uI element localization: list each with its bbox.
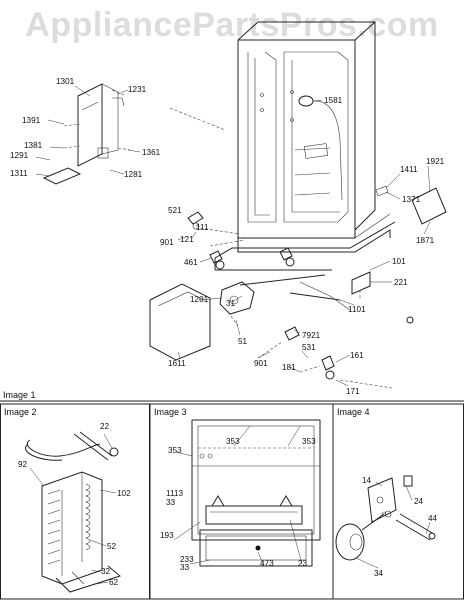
label-24: 24	[414, 497, 424, 506]
label-1291: 1291	[10, 151, 29, 160]
label-111: 111	[196, 223, 209, 232]
label-221: 221	[394, 278, 408, 287]
label-1113: 1113	[166, 489, 183, 498]
label-62: 62	[109, 578, 119, 587]
label-1581: 1581	[324, 96, 343, 105]
label-52: 52	[107, 542, 117, 551]
label-193: 193	[160, 531, 174, 540]
control-bracket-assembly	[42, 83, 226, 185]
label-14: 14	[362, 476, 372, 485]
label-901-a: 901	[160, 238, 174, 247]
roller-assembly	[335, 475, 436, 569]
label-23: 23	[298, 559, 308, 568]
cabinet-assembly	[149, 21, 447, 389]
label-1301: 1301	[56, 77, 75, 86]
liner-assembly	[173, 419, 321, 567]
label-461: 461	[184, 258, 198, 267]
callout-labels: 1301 1231 1391 1381 1291 1361 1311 1281 …	[10, 77, 445, 587]
label-161: 161	[350, 351, 364, 360]
panel-frames	[0, 400, 464, 600]
label-353-c: 353	[168, 446, 182, 455]
label-233: 233	[180, 555, 194, 564]
label-7921: 7921	[302, 331, 321, 340]
evaporator-assembly	[25, 431, 122, 593]
panel-titles: Image 1 Image 2 Image 3 Image 4	[3, 390, 370, 417]
label-473: 473	[260, 559, 274, 568]
label-34: 34	[374, 569, 384, 578]
label-1921: 1921	[426, 157, 445, 166]
panel-title-image3: Image 3	[154, 407, 187, 417]
label-51: 51	[238, 337, 248, 346]
label-33-b: 33	[180, 563, 190, 572]
label-33-a: 33	[166, 498, 176, 507]
label-521: 521	[168, 206, 182, 215]
panel-title-image1: Image 1	[3, 390, 36, 400]
label-1361: 1361	[142, 148, 161, 157]
label-22: 22	[100, 422, 110, 431]
watermark: AppliancePartsPros.com	[25, 6, 439, 44]
label-102: 102	[117, 489, 131, 498]
label-1101: 1101	[348, 305, 366, 314]
label-353-b: 353	[302, 437, 316, 446]
panel-title-image4: Image 4	[337, 407, 370, 417]
label-44: 44	[428, 514, 438, 523]
label-1201: 1201	[190, 295, 209, 304]
label-121: 121	[180, 235, 194, 244]
label-1411: 1411	[400, 165, 418, 174]
label-901-b: 901	[254, 359, 268, 368]
leader-lines-image1	[35, 85, 431, 387]
label-531: 531	[302, 343, 316, 352]
label-1281: 1281	[124, 170, 143, 179]
label-1311: 1311	[10, 169, 28, 178]
label-92: 92	[18, 460, 28, 469]
label-1231: 1231	[128, 85, 147, 94]
label-32: 32	[101, 567, 111, 576]
label-31: 31	[226, 299, 236, 308]
label-1381: 1381	[24, 141, 43, 150]
label-1611: 1611	[168, 359, 186, 368]
label-171: 171	[346, 387, 360, 396]
panel-title-image2: Image 2	[4, 407, 37, 417]
label-1871: 1871	[416, 236, 435, 245]
label-181: 181	[282, 363, 296, 372]
label-1371: 1371	[402, 195, 421, 204]
label-1391: 1391	[22, 116, 41, 125]
label-353-a: 353	[226, 437, 240, 446]
label-101: 101	[392, 257, 406, 266]
